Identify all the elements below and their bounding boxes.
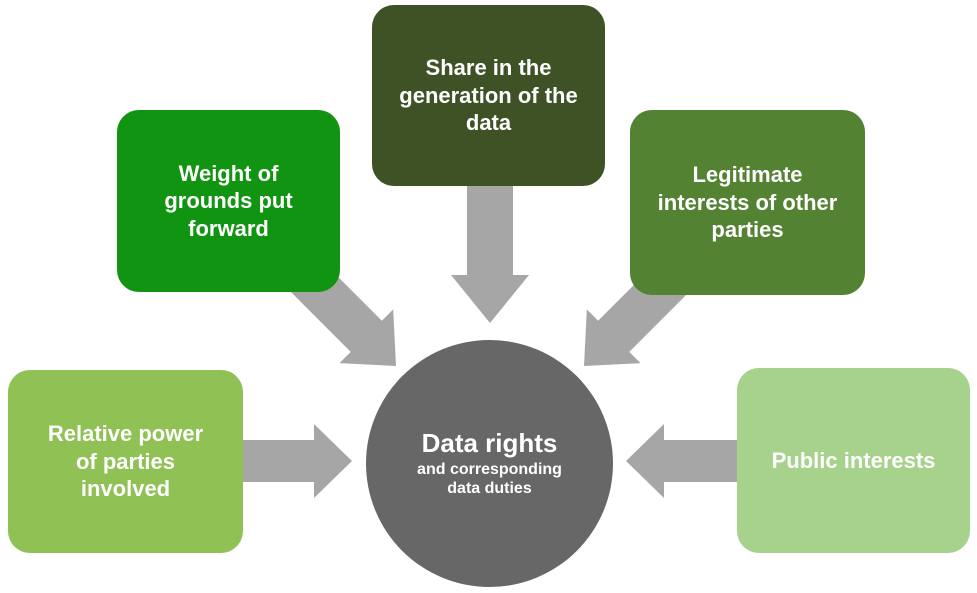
- arrow-right-icon: [243, 424, 352, 498]
- box-share-generation-label: Share in the generation of the data: [399, 55, 578, 136]
- box-legitimate-interests: Legitimate interests of other parties: [630, 110, 865, 295]
- center-circle: Data rights and corresponding data dutie…: [366, 340, 613, 587]
- box-public-interests-label: Public interests: [771, 447, 936, 473]
- box-relative-power-label: Relative power of parties involved: [47, 421, 204, 502]
- box-share-generation: Share in the generation of the data: [372, 5, 605, 186]
- box-public-interests: Public interests: [737, 368, 970, 553]
- center-title: Data rights: [421, 427, 558, 458]
- box-legitimate-interests-label: Legitimate interests of other parties: [657, 162, 838, 243]
- center-subtitle: and corresponding data duties: [417, 461, 562, 498]
- box-relative-power: Relative power of parties involved: [8, 370, 243, 553]
- box-weight-grounds: Weight of grounds put forward: [117, 110, 340, 292]
- arrow-down-icon: [451, 186, 529, 323]
- arrow-left-icon: [626, 424, 738, 498]
- box-weight-grounds-label: Weight of grounds put forward: [164, 160, 293, 241]
